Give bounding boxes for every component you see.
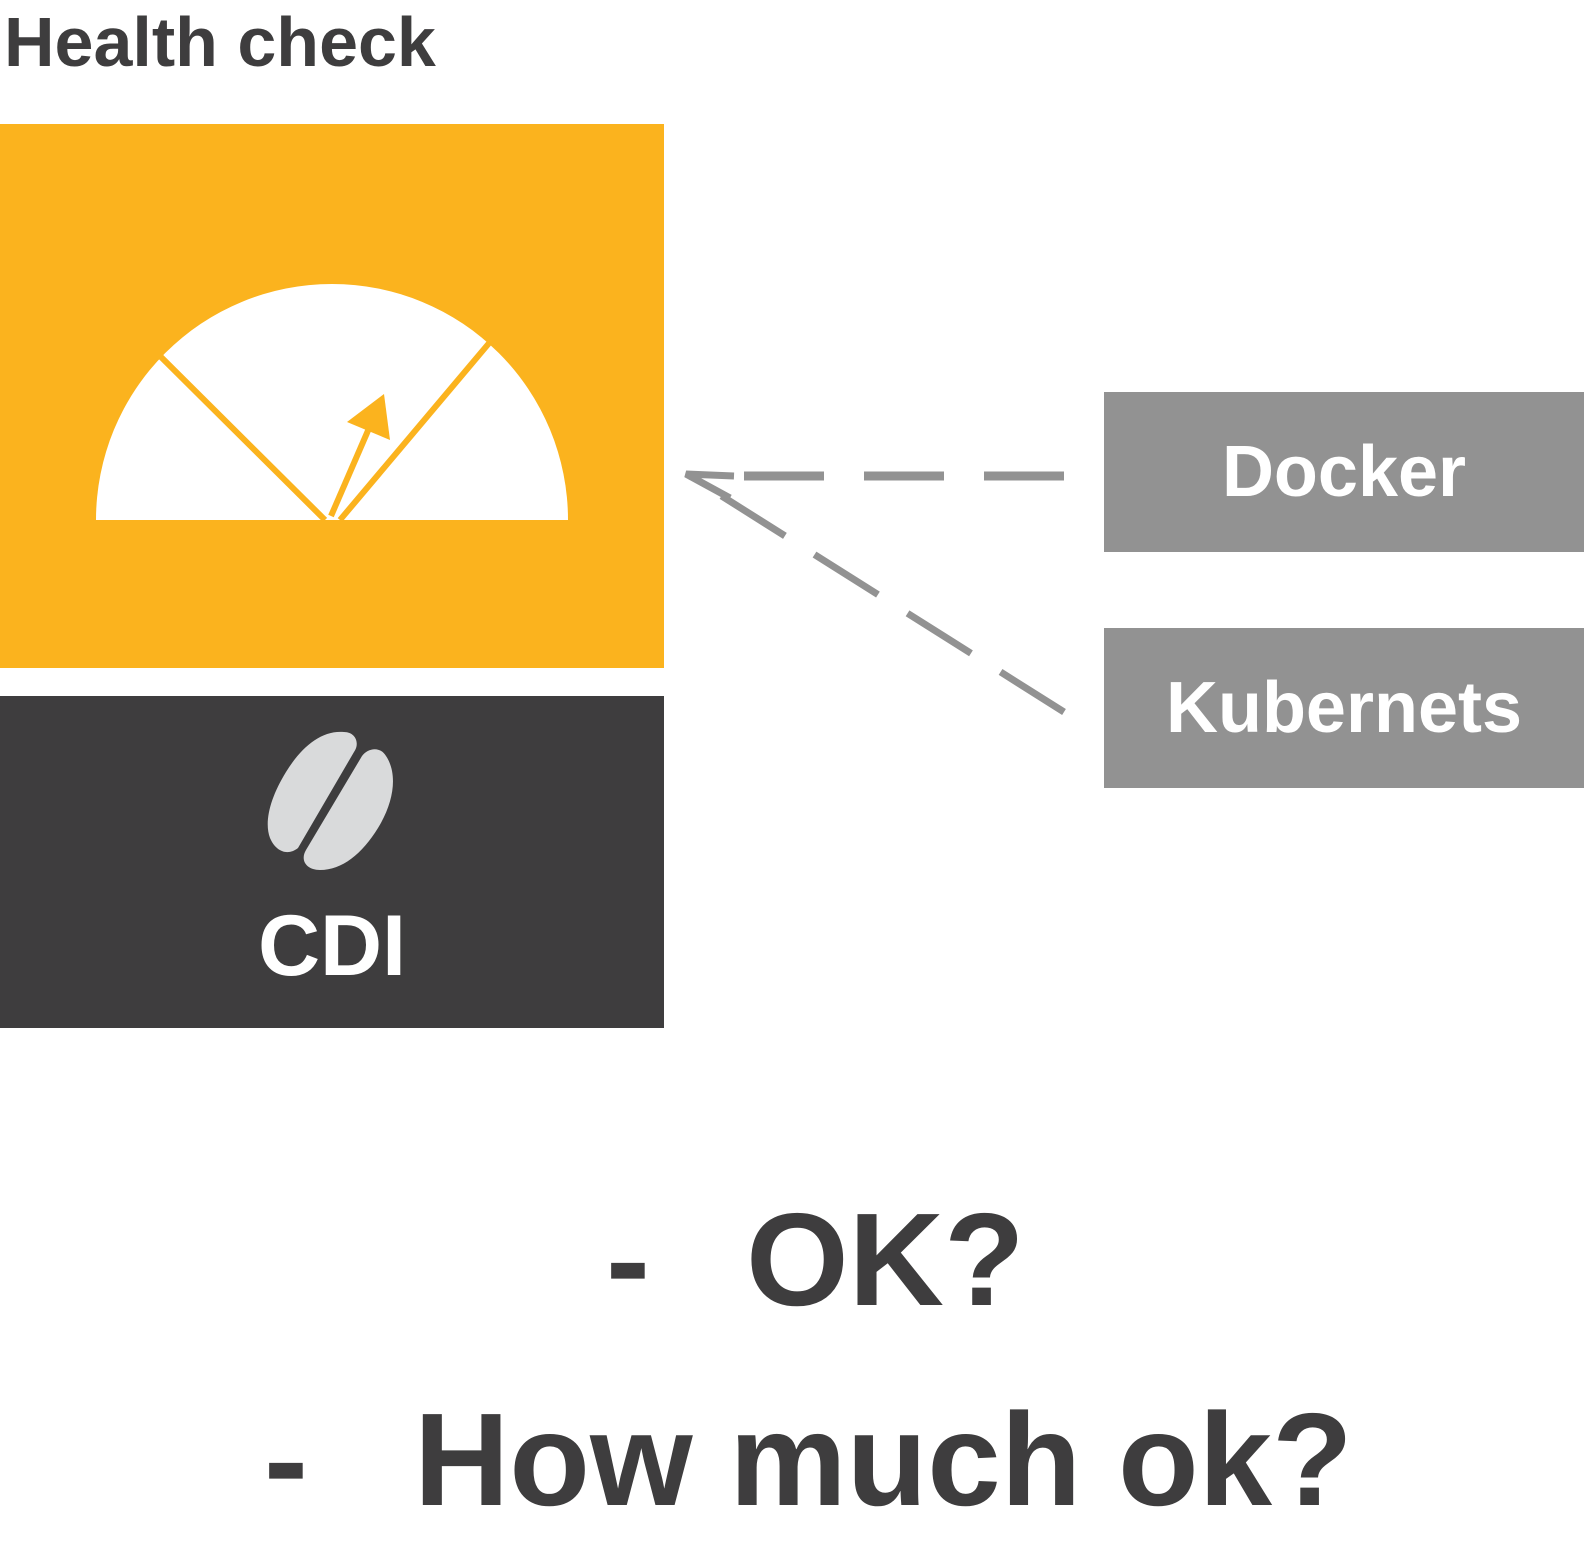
cdi-label: CDI [257, 898, 407, 994]
docker-box: Docker [1104, 392, 1584, 552]
bullet-text: How much ok? [414, 1386, 1353, 1533]
bullet-item-how-much-ok: -How much ok? [264, 1390, 1353, 1530]
bullet-item-ok: -OK? [606, 1190, 1025, 1330]
cdi-panel: CDI [0, 696, 664, 1028]
kubernets-box: Kubernets [1104, 628, 1584, 788]
arrowhead-icon [684, 470, 735, 502]
kubernets-connector [688, 473, 1066, 715]
bullet-marker: - [264, 1386, 308, 1533]
gauge-icon [96, 284, 568, 523]
bullet-marker: - [606, 1186, 650, 1333]
cdi-logo-icon [267, 731, 393, 870]
health-gauge-panel [0, 124, 664, 668]
bullet-text: OK? [746, 1186, 1025, 1333]
page-title: Health check [4, 3, 436, 81]
